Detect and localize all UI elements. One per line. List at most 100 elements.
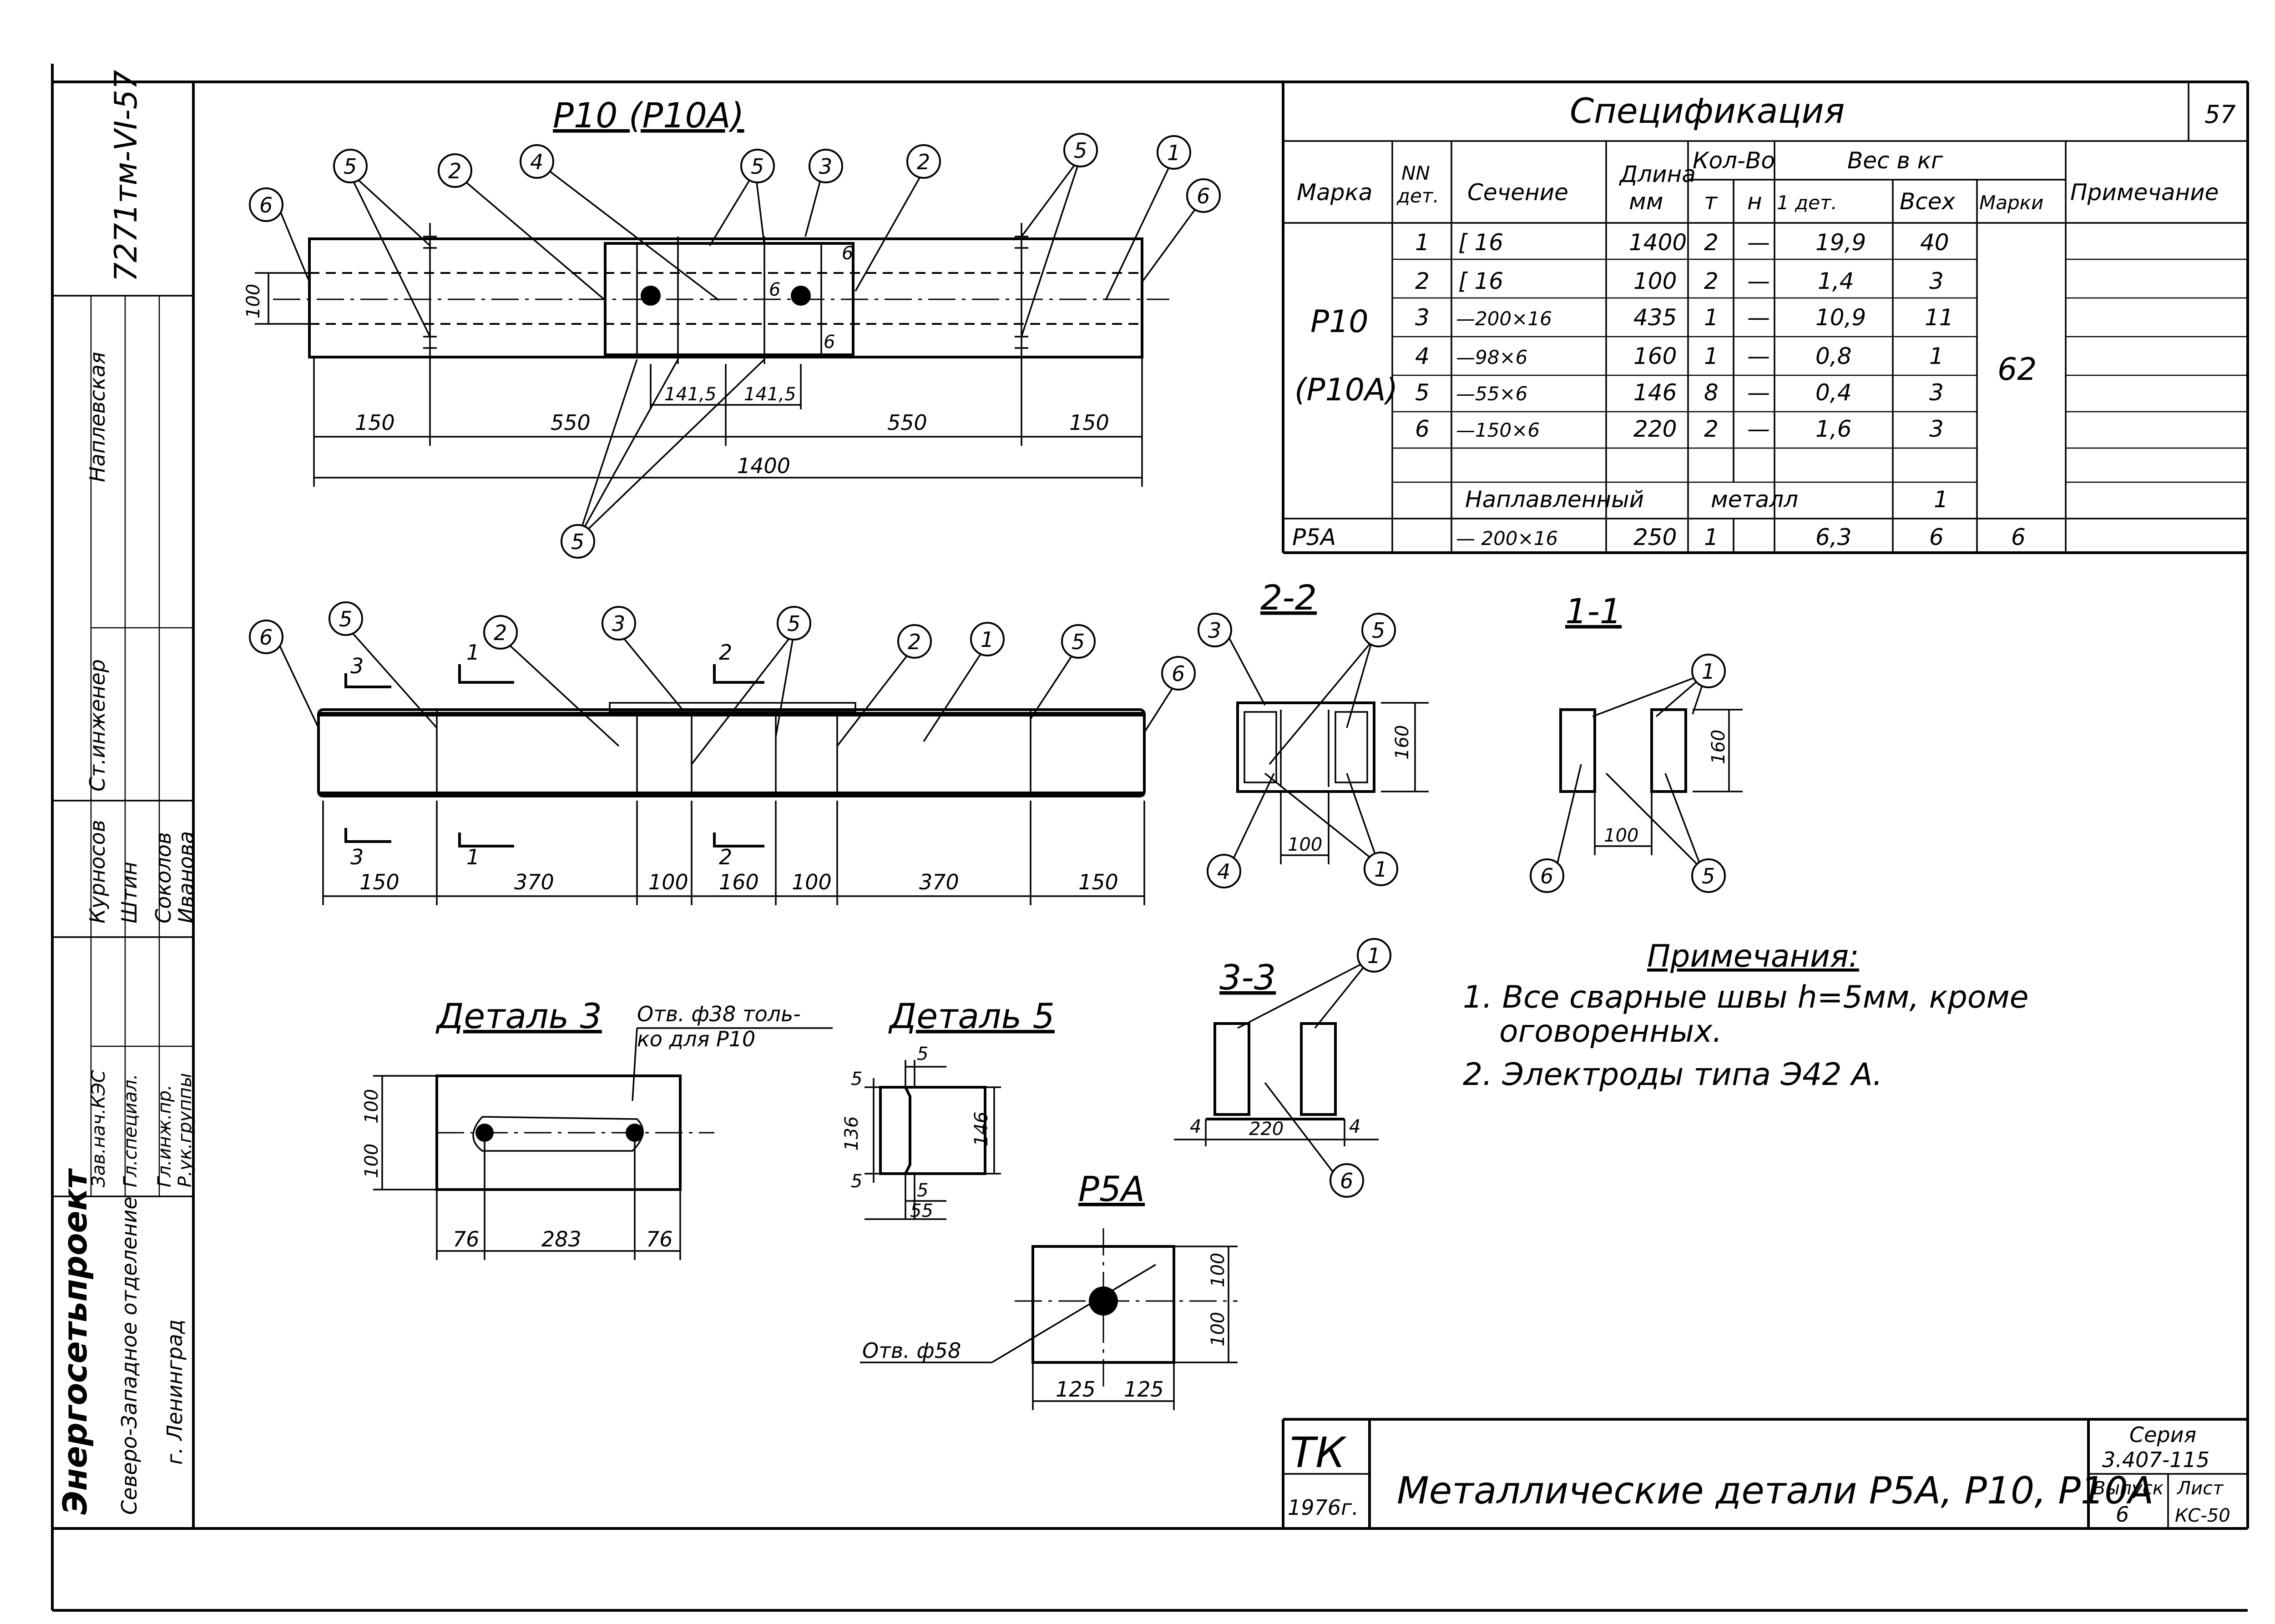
hdr-qty: Кол-Во (1693, 147, 1775, 174)
dim-plan-1415b: 141,5 (744, 384, 796, 405)
notes: Примечания: 1. Все сварные швы h=5мм, кр… (1463, 938, 2029, 1093)
elev-callout-3: 3 (612, 611, 625, 636)
dim-d5-5a: 5 (851, 1069, 862, 1089)
signer-naplevskaya: Наплевская (85, 352, 110, 482)
hdr-qty-n: н (1747, 188, 1762, 215)
svg-text:2: 2 (1415, 268, 1430, 294)
svg-text:1: 1 (1704, 524, 1719, 550)
dim-elev-100a: 100 (648, 870, 688, 894)
svg-text:1: 1 (1934, 486, 1948, 513)
dim-p5a-100b: 100 (1208, 1312, 1228, 1347)
note-1a: 1. Все сварные швы h=5мм, кроме (1463, 979, 2029, 1015)
svg-text:2: 2 (1704, 416, 1719, 442)
signer-sokolov: Соколов (151, 832, 176, 923)
hdr-qty-t: т (1704, 188, 1718, 215)
mark-p10a: (Р10А) (1294, 372, 1398, 408)
svg-text:8: 8 (1704, 379, 1719, 406)
p5a-title: Р5А (1078, 1169, 1145, 1209)
spec-row-3: 3 —200×16 435 1 — 10,9 11 (1415, 304, 1954, 331)
elev-callout-1: 1 (981, 627, 994, 652)
plan-title: Р10 (Р10А) (553, 95, 744, 136)
svg-text:6: 6 (1929, 524, 1944, 550)
spec-table: Спецификация 57 Марка NN дет. Сечение Дл… (1282, 82, 2248, 554)
signer-ivanova: Иванова (174, 831, 198, 923)
dim-plan-150b: 150 (1069, 410, 1109, 435)
title-block: ТК 1976г. Металлические детали Р5А, Р10,… (1282, 1418, 2248, 1528)
svg-text:Наплавленный: Наплавленный (1465, 486, 1644, 513)
svg-text:40: 40 (1920, 229, 1949, 256)
svg-text:Р5А: Р5А (1292, 524, 1336, 550)
hdr-num-b: дет. (1396, 185, 1439, 207)
svg-text:6: 6 (2011, 524, 2026, 550)
svg-text:— 200×16: — 200×16 (1456, 527, 1558, 550)
sheet-frame (51, 64, 2249, 1612)
section11-title: 1-1 (1565, 591, 1622, 631)
section-2-2: 2-2 160 100 3 5 4 1 (1198, 577, 1429, 888)
stamp-tk: ТК (1290, 1428, 1347, 1477)
elev-callout-5b: 5 (787, 611, 800, 636)
spec-row-2: 2 [ 16 100 2 — 1,4 3 (1415, 268, 1944, 294)
drawing-code: 7271тм-VI-57 (108, 70, 144, 282)
elevation-view: 3 3 1 1 2 2 150 370 100 160 100 370 150 (249, 601, 1196, 905)
section-mark-3a: 3 (350, 654, 364, 678)
section-mark-2b: 2 (719, 845, 732, 869)
s11-callout-6: 6 (1540, 864, 1553, 888)
svg-text:6: 6 (1415, 416, 1430, 442)
dim-plan-550b: 550 (887, 410, 927, 435)
svg-text:—150×6: —150×6 (1456, 419, 1540, 441)
dim-plan-1415a: 141,5 (664, 384, 717, 405)
dim-d5-5bot: 5 (917, 1180, 928, 1201)
dim-11-100: 100 (1604, 825, 1638, 846)
svg-text:0,8: 0,8 (1815, 343, 1852, 369)
s22-callout-1: 1 (1374, 857, 1387, 882)
svg-text:[ 16: [ 16 (1458, 229, 1503, 256)
dim-elev-370b: 370 (919, 870, 959, 894)
svg-text:1,4: 1,4 (1818, 268, 1854, 294)
detail3-title: Деталь 3 (435, 996, 602, 1036)
part-p5a: Р5А 100 100 125 125 Отв. ф58 (860, 1169, 1238, 1410)
callout-4: 4 (530, 150, 543, 174)
svg-text:6,3: 6,3 (1815, 524, 1852, 550)
s33-callout-1: 1 (1367, 943, 1380, 968)
elev-callout-5c: 5 (1072, 630, 1085, 654)
svg-text:1400: 1400 (1629, 229, 1687, 256)
svg-text:—: — (1747, 343, 1770, 369)
hole58-note: Отв. ф58 (862, 1338, 961, 1363)
series-value: 3.407-115 (2102, 1447, 2209, 1472)
mark-p10: Р10 (1310, 304, 1369, 340)
svg-text:—: — (1747, 229, 1770, 256)
hole38-note-b: ко для Р10 (637, 1027, 755, 1051)
spec-row-4: 4 —98×6 160 1 — 0,8 1 (1415, 343, 1944, 369)
spec-row-p5a: Р5А — 200×16 250 1 6,3 6 6 (1292, 524, 2026, 550)
hdr-weight-mark: Марки (1979, 192, 2043, 214)
dim-plate-6b: 6 (824, 332, 835, 353)
svg-text:435: 435 (1633, 304, 1677, 331)
section33-title: 3-3 (1219, 957, 1276, 998)
section-3-3: 3-3 4 220 4 1 6 (1174, 938, 1391, 1198)
dim-elev-150b: 150 (1078, 870, 1118, 894)
callout-6b: 6 (1197, 184, 1210, 208)
role-chief-engineer: Гл.инж.пр. (154, 1084, 175, 1187)
dim-d3-76a: 76 (453, 1227, 480, 1251)
hdr-mark: Марка (1297, 179, 1372, 206)
dim-p5a-125b: 125 (1124, 1377, 1164, 1402)
dim-elev-150a: 150 (359, 870, 399, 894)
series-label: Серия (2129, 1422, 2196, 1447)
svg-text:146: 146 (1633, 379, 1677, 406)
svg-text:1: 1 (1704, 343, 1719, 369)
issue-label: Выпуск (2093, 1478, 2164, 1499)
dim-d5-136: 136 (841, 1116, 862, 1151)
dim-d5-146: 146 (971, 1112, 992, 1146)
organization-name: Энергосетьпроект (56, 1168, 94, 1515)
callout-5a: 5 (344, 154, 357, 179)
callout-3: 3 (819, 154, 832, 179)
svg-text:100: 100 (1633, 268, 1677, 294)
svg-text:1: 1 (1415, 229, 1430, 256)
dim-p5a-100a: 100 (1208, 1253, 1228, 1287)
division-name: Северо-Западное отделение (117, 1196, 142, 1515)
svg-text:3: 3 (1415, 304, 1430, 331)
callout-5d: 5 (571, 530, 584, 554)
notes-title: Примечания: (1647, 938, 1859, 974)
note-2: 2. Электроды типа Э42 А. (1463, 1057, 1882, 1093)
